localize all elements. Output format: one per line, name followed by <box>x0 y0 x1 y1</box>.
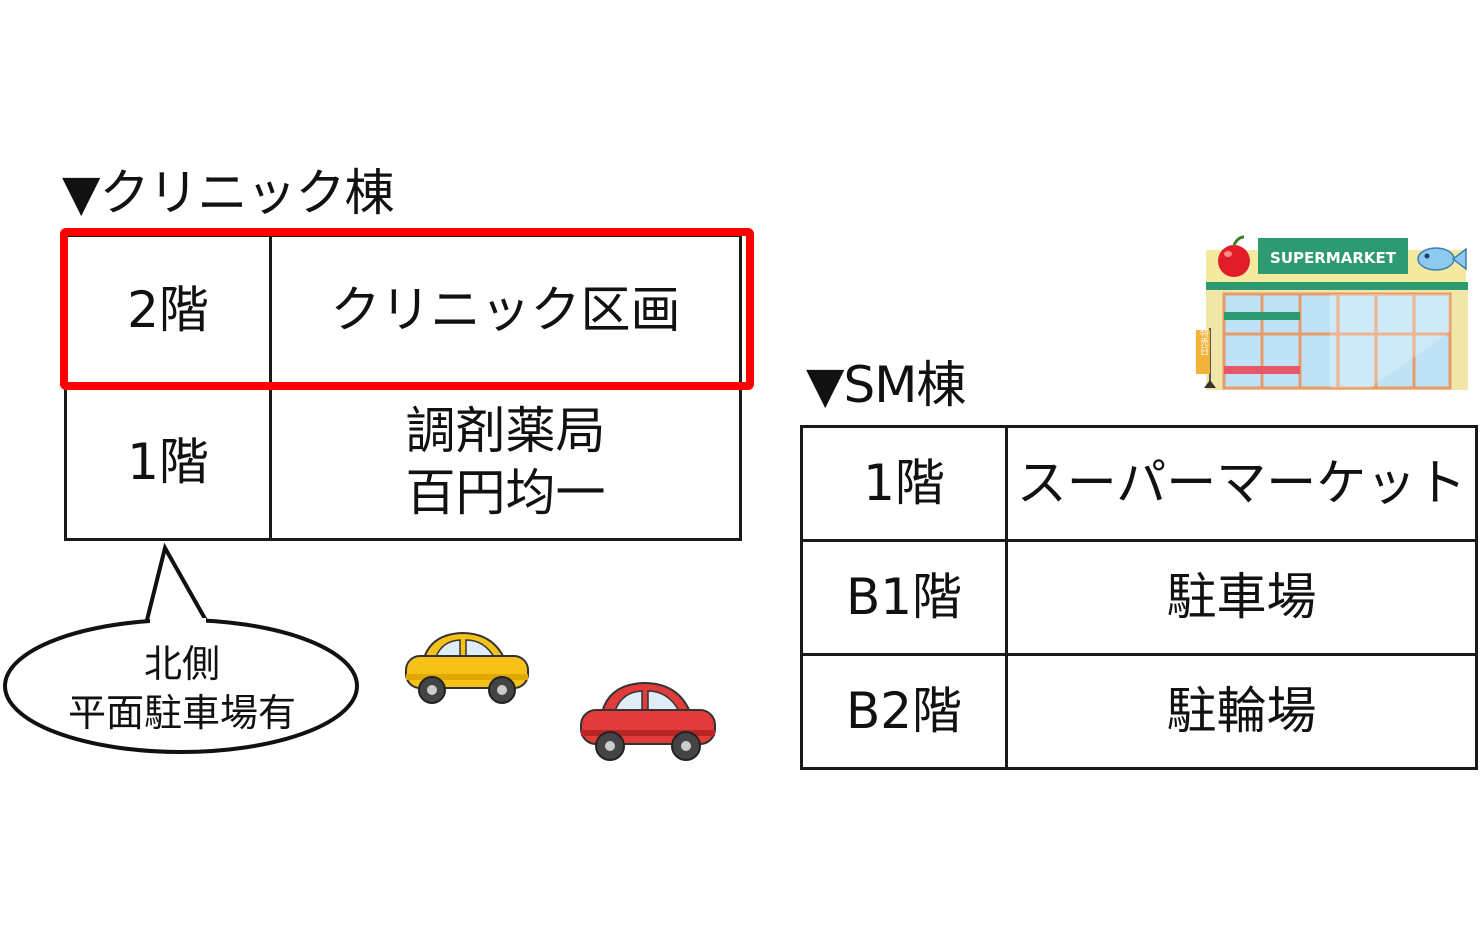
supermarket-sign-text: SUPERMARKET <box>1270 249 1397 267</box>
clinic-floor-label: 1階 <box>64 383 272 541</box>
speech-bubble <box>3 542 359 754</box>
sm-floor-label: 1階 <box>800 425 1008 542</box>
sm-building-title: ▼SM棟 <box>806 356 966 414</box>
clinic-use-line: 百円均一 <box>405 464 606 522</box>
red-car-icon <box>580 681 716 761</box>
supermarket-illustration: SUPERMARKET 特売日 <box>1196 235 1468 390</box>
sm-floor-label: B2階 <box>800 653 1008 770</box>
sm-floor-table: 1階 スーパーマーケット B1階 駐車場 B2階 駐輪場 <box>800 425 1478 770</box>
clinic-floor-use: 調剤薬局 百円均一 <box>269 383 742 541</box>
clinic-floor-table: 2階 クリニック区画 1階 調剤薬局 百円均一 <box>64 234 742 541</box>
sm-floor-label: B1階 <box>800 539 1008 656</box>
clinic-building-title: ▼クリニック棟 <box>62 164 394 222</box>
sm-floor-use: 駐輪場 <box>1005 653 1478 770</box>
yellow-car-icon <box>405 631 529 704</box>
sm-row-1f: 1階 スーパーマーケット <box>800 425 1478 542</box>
apple-icon <box>1218 235 1250 277</box>
clinic-row-1f: 1階 調剤薬局 百円均一 <box>64 383 742 541</box>
clinic-use-line: 調剤薬局 <box>405 401 606 460</box>
clinic-floor-label: 2階 <box>64 234 272 386</box>
supermarket-sign <box>1258 238 1408 274</box>
parking-note-line: 北側 <box>143 642 220 686</box>
parking-note: 北側 平面駐車場有 <box>12 640 352 739</box>
sm-row-b1: B1階 駐車場 <box>800 539 1478 656</box>
sale-flag-text: 特売日 <box>1198 327 1209 355</box>
sm-floor-use: 駐車場 <box>1005 539 1478 656</box>
sm-floor-use: スーパーマーケット <box>1005 425 1478 542</box>
clinic-floor-use: クリニック区画 <box>269 234 742 386</box>
clinic-row-2f: 2階 クリニック区画 <box>64 234 742 386</box>
parking-note-line: 平面駐車場有 <box>67 691 296 736</box>
highlight-frame-2f <box>60 228 754 390</box>
sm-row-b2: B2階 駐輪場 <box>800 653 1478 770</box>
clinic-use-line: クリニック区画 <box>330 280 681 339</box>
fish-icon <box>1417 247 1467 271</box>
sale-flag: 特売日 <box>1196 327 1216 388</box>
